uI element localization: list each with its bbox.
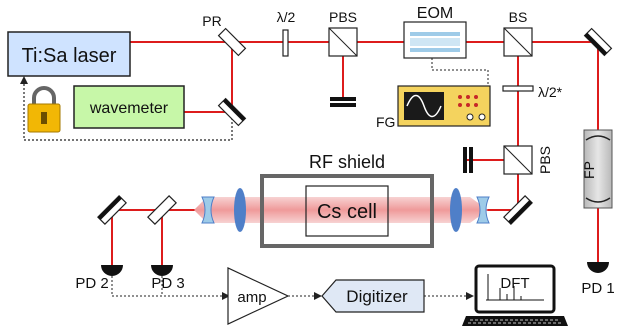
mirror-left	[97, 195, 127, 225]
keyboard-icon	[462, 316, 568, 326]
half-wave-plate-top	[282, 29, 289, 57]
wavemeter-box	[73, 85, 185, 129]
pc-input-arrow	[466, 292, 474, 300]
pbs-top-label: PBS	[329, 9, 357, 25]
cs-cell-label: Cs cell	[317, 201, 377, 223]
ti-sa-laser-box	[7, 31, 131, 77]
lens-right	[450, 188, 490, 232]
cell-beam-glow	[194, 197, 488, 223]
fp-label: FP	[581, 161, 597, 179]
pbs-mid-label: PBS	[537, 146, 553, 174]
half-wave-plate-star	[502, 85, 534, 92]
digitizer-input-arrow	[314, 292, 322, 300]
pbs-top	[328, 27, 358, 57]
eom-label: EOM	[417, 5, 453, 22]
pr-mirror	[217, 27, 247, 57]
hwp-top-label: λ/2	[277, 9, 296, 25]
mirror-top-right	[583, 27, 613, 57]
eom-device	[403, 21, 467, 59]
beam-dump	[330, 97, 356, 107]
pr-label: PR	[202, 13, 221, 29]
pd2-signal-line	[111, 276, 226, 297]
mirror-right-lower	[503, 195, 533, 225]
lock-arrow	[20, 76, 28, 84]
function-generator	[397, 85, 491, 127]
pd3-label: PD 3	[151, 275, 184, 292]
computer-monitor-icon	[474, 264, 556, 314]
amp-input-arrow	[222, 292, 230, 300]
bs-top	[503, 27, 533, 57]
bs-label: BS	[509, 9, 528, 25]
amplifier	[227, 267, 290, 325]
dft-label: DFT	[500, 275, 529, 292]
digitizer-label: Digitizer	[346, 287, 408, 306]
lock-icon	[27, 86, 61, 133]
pd2-label: PD 2	[75, 275, 108, 292]
pd1-detector	[587, 262, 609, 273]
rf-shield	[260, 174, 434, 248]
mirror-left-2	[147, 195, 177, 225]
fg-label: FG	[376, 114, 395, 130]
hwp-star-label: λ/2*	[538, 84, 563, 100]
wavemeter-label: wavemeter	[89, 100, 169, 117]
lock-feedback-line	[23, 80, 233, 141]
pd1-label: PD 1	[581, 280, 614, 297]
amp-label: amp	[237, 289, 266, 306]
eom-drive-line	[431, 58, 489, 90]
fp-cavity	[583, 129, 613, 209]
mirror-wavemeter	[217, 97, 247, 127]
lens-left	[201, 188, 246, 232]
cs-cell	[305, 185, 389, 237]
laser-label: Ti:Sa laser	[22, 45, 117, 67]
pd2-detector	[101, 265, 123, 276]
pbs-middle	[503, 145, 533, 175]
beam-dump-left	[463, 147, 473, 173]
rf-shield-label: RF shield	[309, 152, 385, 172]
pd3-detector	[151, 265, 173, 276]
